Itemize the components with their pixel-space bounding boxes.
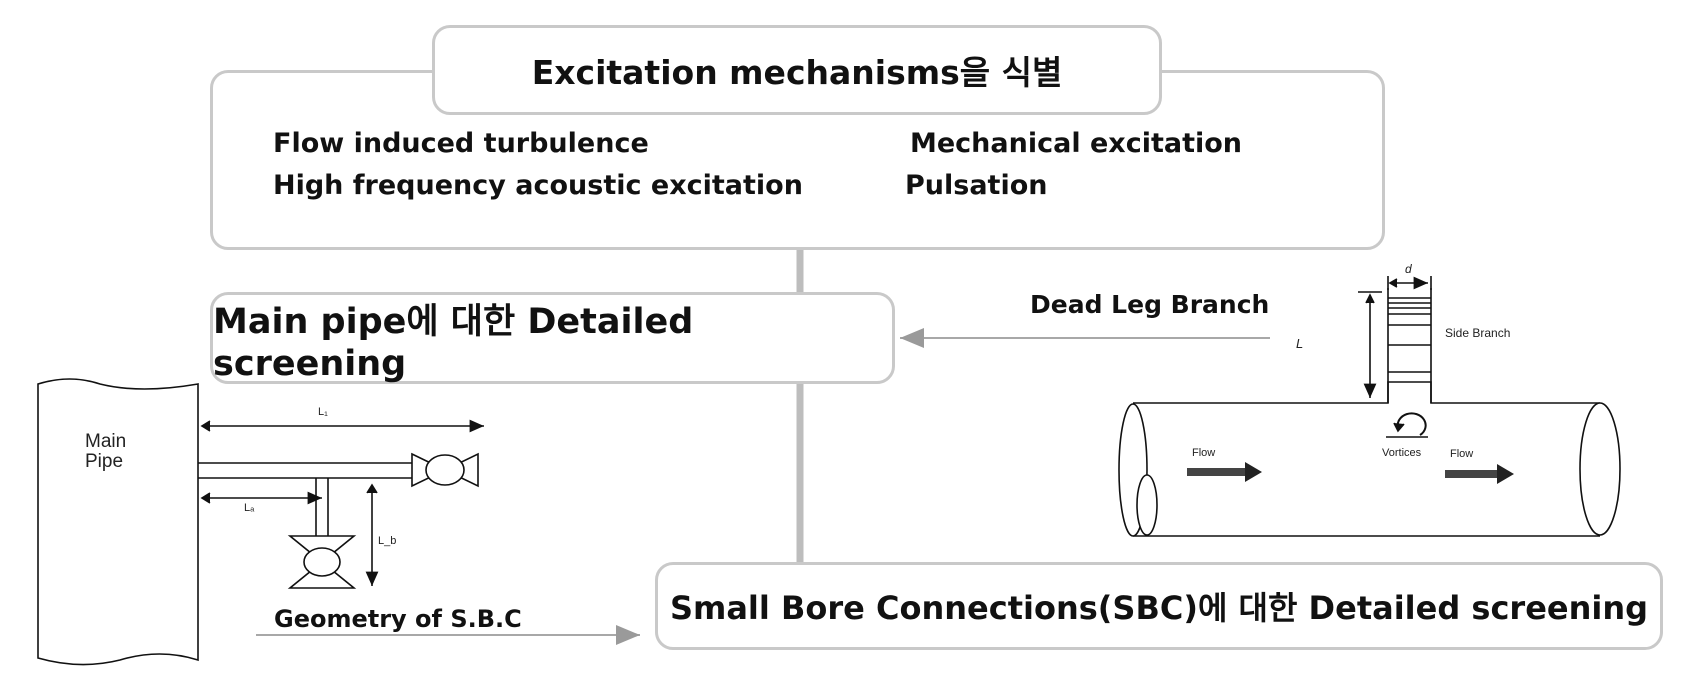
vortices-label: Vortices xyxy=(1382,447,1422,459)
mechanism-flow-turbulence: Flow induced turbulence xyxy=(273,128,649,159)
flow-arrowhead-right xyxy=(1497,464,1514,484)
excitation-title-box: Excitation mechanisms을 식별 xyxy=(432,25,1162,115)
dimension-l1-label: L₁ xyxy=(318,406,328,418)
main-pipe-screening-label: Main pipe에 대한 Detailed screening xyxy=(213,301,694,384)
dimension-la-label: Lₐ xyxy=(244,502,255,514)
sbc-geometry-figure xyxy=(37,378,484,666)
sbc-screening-box: Small Bore Connections(SBC)에 대한 Detailed… xyxy=(655,562,1663,650)
flow-arrow-left xyxy=(1187,468,1245,476)
flow-arrow-right xyxy=(1445,470,1497,478)
dead-leg-branch-label: Dead Leg Branch xyxy=(1030,290,1270,319)
dimension-d-label: d xyxy=(1405,262,1412,276)
flow-label-left: Flow xyxy=(1192,447,1216,459)
dimension-lb-label: L_b xyxy=(378,535,397,547)
dead-leg-figure xyxy=(1118,276,1621,537)
mechanism-acoustic-excitation: High frequency acoustic excitation xyxy=(273,170,803,201)
main-pipe-label: Main Pipe xyxy=(85,431,127,472)
mechanism-pulsation: Pulsation xyxy=(905,170,1048,201)
flow-label-right: Flow xyxy=(1450,448,1474,460)
mechanism-mechanical-excitation: Mechanical excitation xyxy=(910,128,1243,159)
page-title: Excitation mechanisms을 식별 xyxy=(531,53,1063,92)
geometry-sbc-label: Geometry of S.B.C xyxy=(274,605,522,633)
sbc-screening-label: Small Bore Connections(SBC)에 대한 Detailed… xyxy=(669,589,1649,627)
flow-arrowhead-left xyxy=(1245,462,1262,482)
main-pipe-screening-box: Main pipe에 대한 Detailed screening xyxy=(210,292,895,384)
dimension-L-label: L xyxy=(1296,336,1304,351)
side-branch-label: Side Branch xyxy=(1445,326,1511,340)
